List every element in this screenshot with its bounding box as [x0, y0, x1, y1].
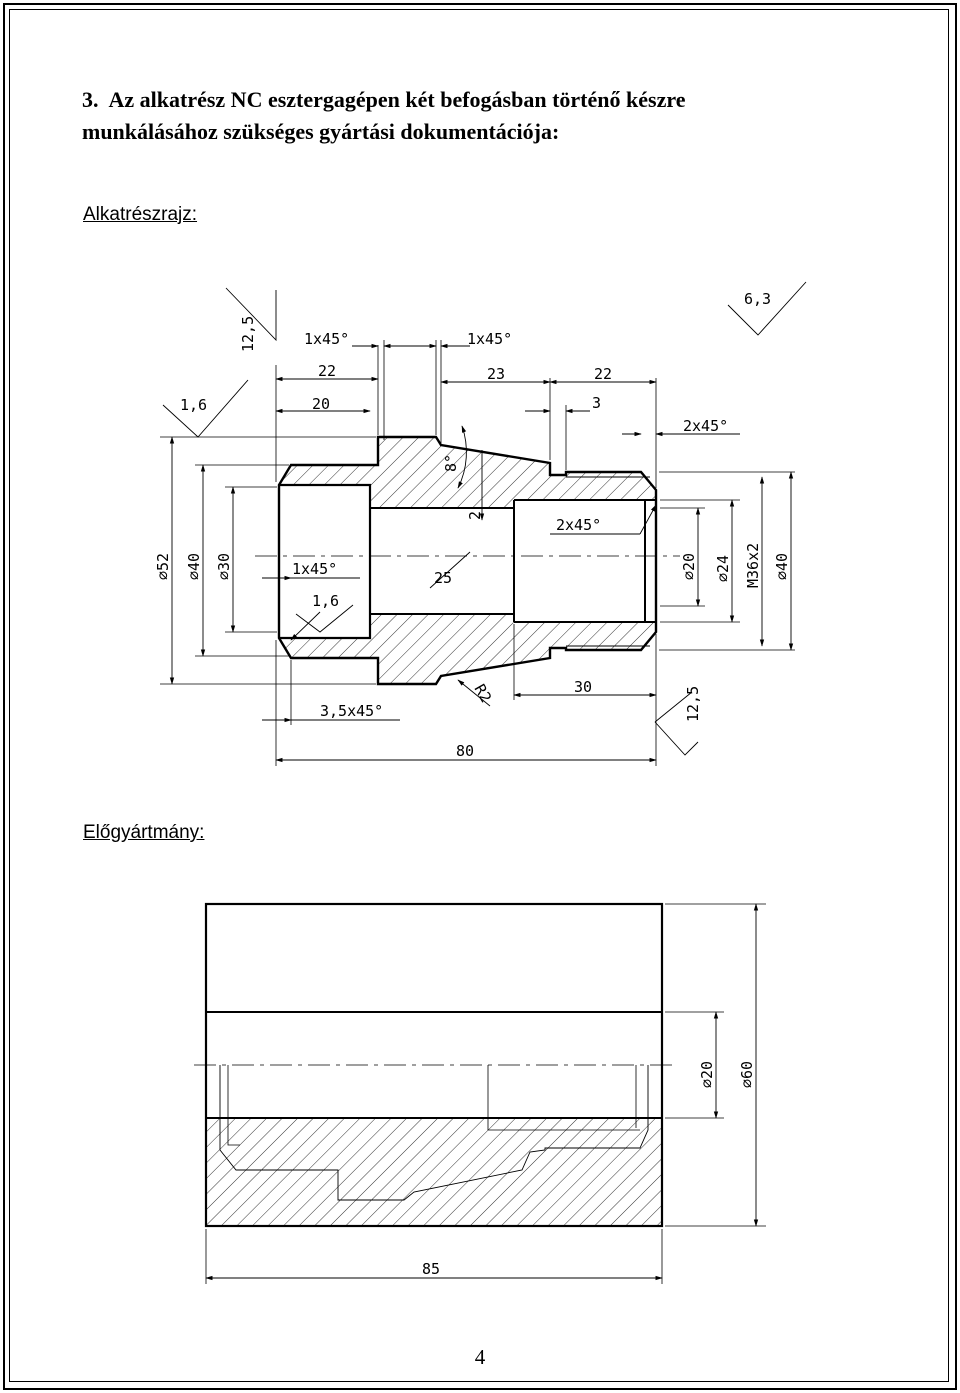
- thread-label: M36x2: [744, 543, 762, 588]
- chamfer-label: 1x45°: [467, 330, 512, 348]
- chamfer-label: 2x45°: [683, 417, 728, 435]
- length-label: 3: [592, 394, 601, 412]
- radius-label: R2: [471, 681, 496, 706]
- blank-length-label: 85: [422, 1260, 440, 1278]
- part-section-upper: [279, 437, 656, 508]
- diameter-label: ⌀20: [680, 553, 698, 580]
- length-label: 25: [434, 569, 452, 587]
- length-label: 30: [574, 678, 592, 696]
- length-label: 22: [318, 362, 336, 380]
- diameter-label: ⌀40: [185, 553, 203, 580]
- part-left-bore: [279, 483, 372, 640]
- page-border-inner: [9, 9, 949, 1382]
- length-label: 20: [312, 395, 330, 413]
- blank-drawing: ⌀20 ⌀60 85: [194, 902, 766, 1284]
- length-label: 80: [456, 742, 474, 760]
- roughness-label: 12,5: [239, 316, 257, 352]
- section-heading: 3. Az alkatrész NC esztergagépen két befo…: [82, 84, 882, 148]
- diameter-label: ⌀30: [215, 553, 233, 580]
- chamfer-label: 3,5x45°: [320, 702, 383, 720]
- small-dim-label: 2: [466, 511, 484, 520]
- part-drawing: 1x45° 1x45° 22 20 23 22 3 2x45° 2x45° 1x…: [154, 281, 807, 766]
- roughness-label: 1,6: [180, 396, 207, 414]
- blank-diameter-label: ⌀20: [698, 1061, 716, 1088]
- heading-line-2: munkálásához szükséges gyártási dokument…: [82, 119, 560, 144]
- finished-part-phantom: [219, 1065, 649, 1201]
- length-label: 22: [594, 365, 612, 383]
- page-border-outer: [3, 3, 957, 1390]
- roughness-label: 12,5: [684, 686, 702, 722]
- roughness-label: 1,6: [312, 592, 339, 610]
- chamfer-label: 2x45°: [556, 516, 601, 534]
- diameter-label: ⌀24: [714, 555, 732, 582]
- part-outer-contour: [277, 435, 658, 686]
- part-section-lower: [279, 614, 656, 684]
- angle-label: 8°: [442, 454, 460, 472]
- chamfer-label: 1x45°: [304, 330, 349, 348]
- diameter-label: ⌀40: [773, 553, 791, 580]
- roughness-label: 6,3: [744, 290, 771, 308]
- diameter-label: ⌀52: [154, 553, 172, 580]
- heading-line-1: Az alkatrész NC esztergagépen két befogá…: [108, 87, 686, 112]
- blank-diameter-label: ⌀60: [738, 1061, 756, 1088]
- blank-drawing-label: Előgyártmány:: [83, 822, 205, 843]
- chamfer-label: 1x45°: [292, 560, 337, 578]
- page-number: 4: [474, 1345, 486, 1369]
- section-number: 3.: [82, 87, 99, 112]
- part-drawing-label: Alkatrészrajz:: [83, 204, 198, 225]
- length-label: 23: [487, 365, 505, 383]
